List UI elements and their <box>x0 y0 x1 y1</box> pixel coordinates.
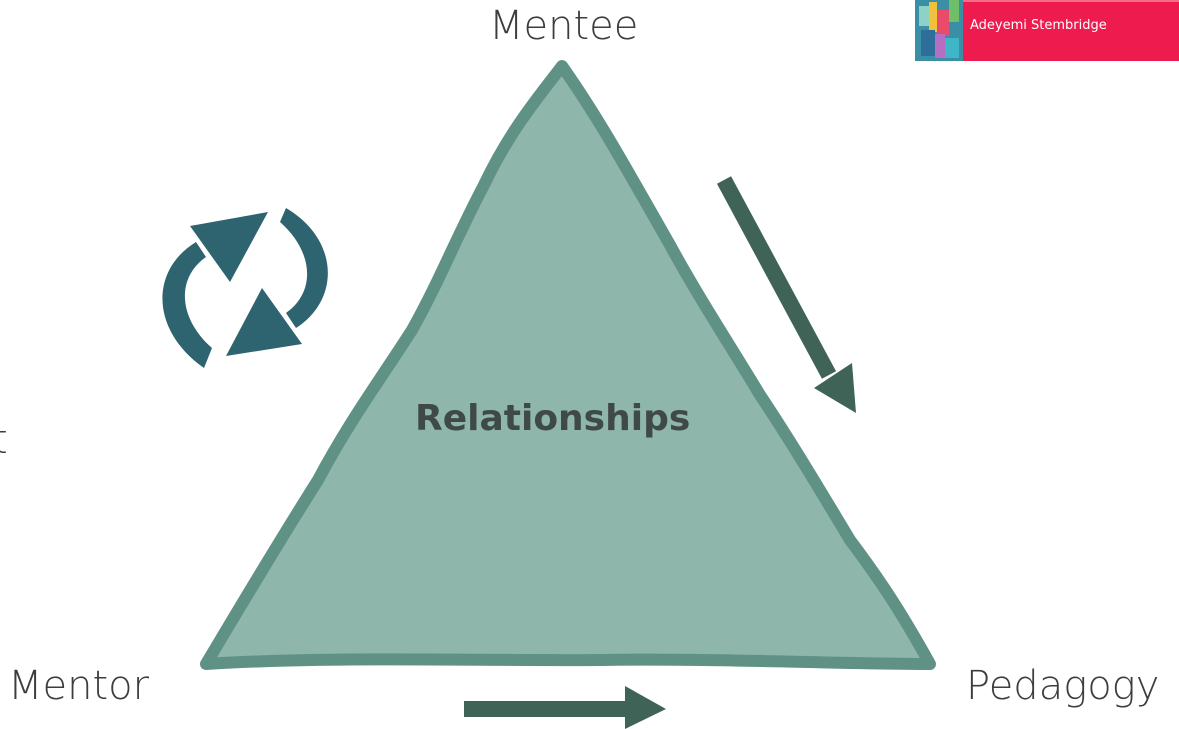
relationships-triangle <box>200 60 936 670</box>
vertex-label-pedagogy: Pedagogy <box>966 663 1160 709</box>
vertex-label-mentor: Mentor <box>8 663 150 709</box>
vertex-label-mentee: Mentee <box>489 3 639 49</box>
book-author-name: Adeyemi Stembridge <box>970 18 1107 33</box>
cycle-arrows-icon <box>162 208 328 368</box>
book-cover-thumbnail <box>915 0 1179 61</box>
arrow-right <box>464 686 666 729</box>
arrow-down-right <box>716 176 856 413</box>
book-cover-art <box>915 0 1179 61</box>
triangle-center-label: Relationships <box>415 398 691 439</box>
cropped-left-text: t <box>0 420 8 460</box>
